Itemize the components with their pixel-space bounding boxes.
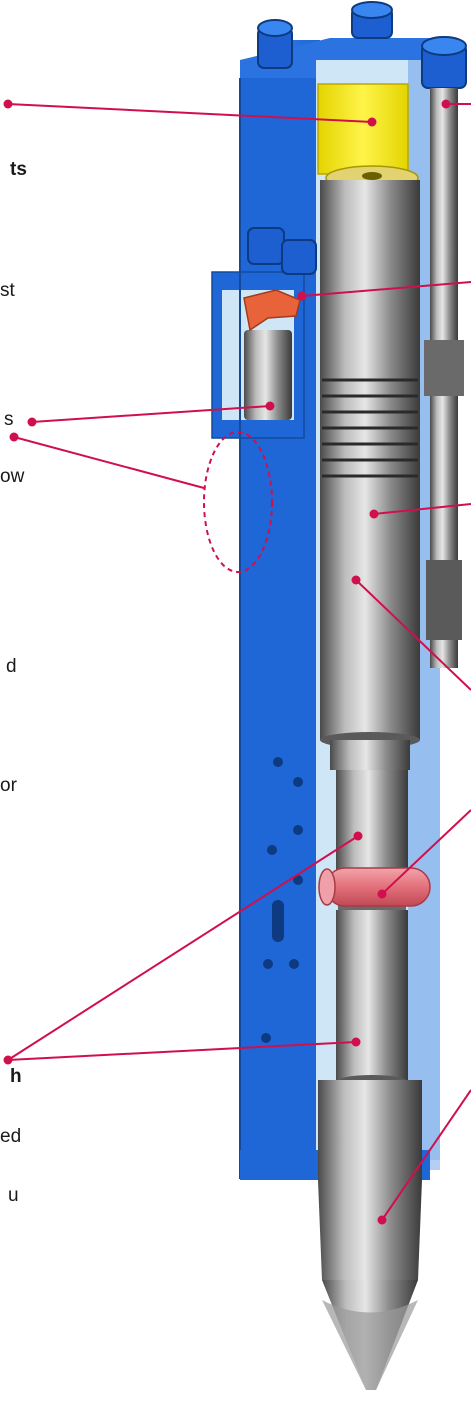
top-fittings (247, 1, 467, 275)
leader-bushing-upper (7, 835, 359, 1061)
dot-icon (265, 401, 275, 411)
leader-chisel (381, 1089, 471, 1221)
dot-icon (377, 1215, 387, 1225)
dot-icon (3, 99, 13, 109)
leader-bushing-lower (7, 1041, 357, 1061)
label-fragment-or: or (0, 775, 17, 796)
tool-bushing (336, 770, 408, 1089)
label-fragment-ed: ed (0, 1126, 22, 1147)
dot-icon (351, 1037, 361, 1047)
leader-detail (13, 436, 205, 489)
callout-leaders (7, 103, 471, 1221)
label-fragment-u: u (8, 1185, 19, 1206)
leader-accumulator (7, 103, 373, 123)
leader-valve-elbow (301, 281, 471, 297)
label-fragment-ts: ts (10, 159, 27, 180)
label-fragment-s: s (4, 409, 14, 430)
dot-icon (377, 889, 387, 899)
leader-piston (373, 503, 471, 515)
dot-icon (367, 117, 377, 127)
dot-icon (9, 432, 19, 442)
dot-icon (441, 99, 451, 109)
label-fragment-ow: ow (0, 466, 25, 487)
dot-icon (27, 417, 37, 427)
leader-dots (3, 99, 451, 1225)
label-fragment-h: h (10, 1066, 22, 1087)
label-fragment-d: d (6, 656, 17, 677)
dot-icon (297, 291, 307, 301)
leader-side-bolt (31, 405, 271, 423)
dot-icon (3, 1055, 13, 1065)
dot-icon (353, 831, 363, 841)
dot-icon (369, 509, 379, 519)
detail-marker-dashed-ellipse (203, 431, 273, 573)
chisel (318, 1080, 422, 1390)
label-fragment-st: st (0, 280, 15, 301)
valve-rod (424, 88, 464, 668)
leader-piston-lower (355, 579, 471, 691)
accumulator (317, 83, 419, 191)
piston (320, 180, 420, 770)
leader-pin (381, 809, 471, 895)
retaining-pin (318, 867, 431, 907)
dot-icon (351, 575, 361, 585)
control-valve (243, 289, 301, 420)
